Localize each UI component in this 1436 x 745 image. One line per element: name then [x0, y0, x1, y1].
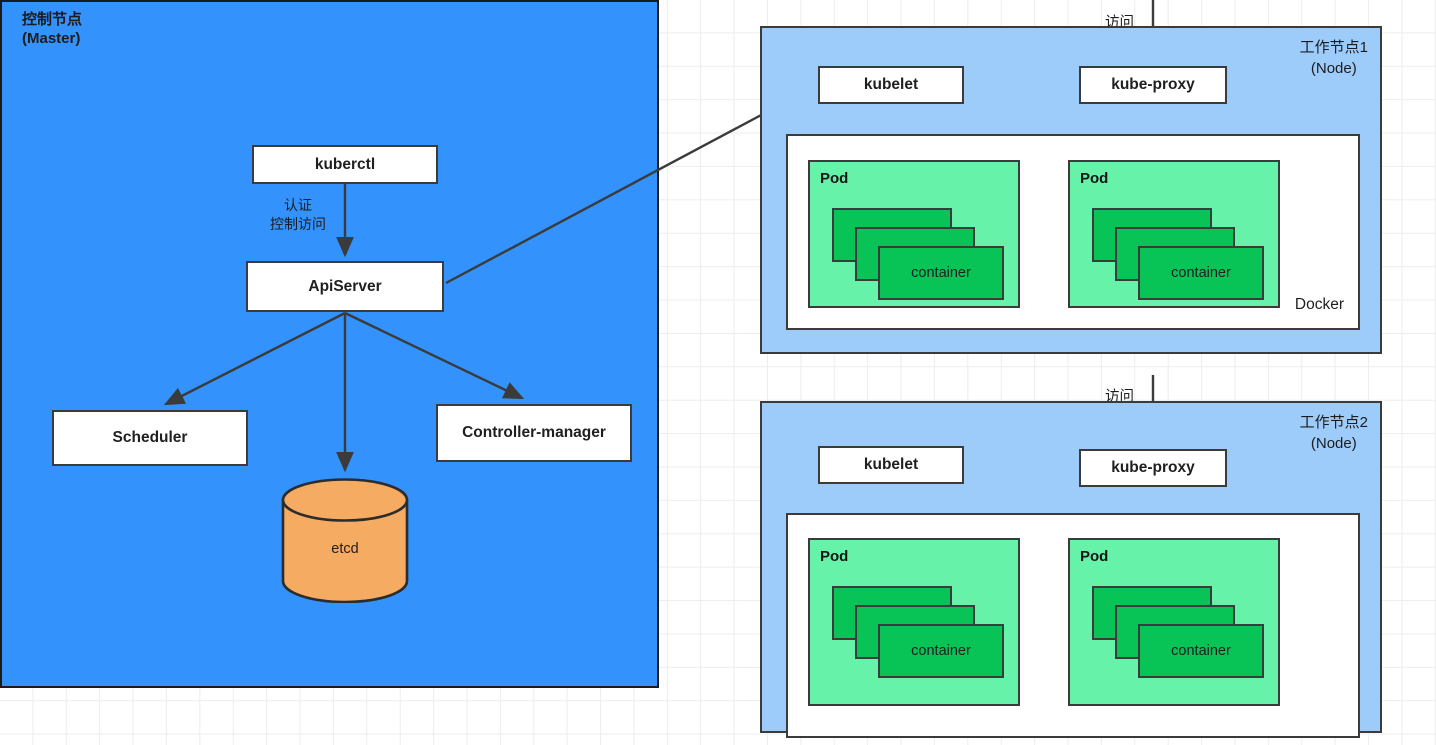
kube-proxy-node1[interactable]: kube-proxy	[1079, 66, 1227, 104]
worker-node-1-title: 工作节点1 (Node)	[1299, 39, 1368, 77]
auth-edge-label: 认证 控制访问	[270, 197, 326, 232]
kube-proxy-label-node1: kube-proxy	[1111, 76, 1195, 93]
pod-node1-1[interactable]: Pod container	[808, 160, 1020, 308]
kubelet-node1[interactable]: kubelet	[818, 66, 964, 104]
kubelet-label-node2: kubelet	[863, 456, 919, 473]
kubelet-label-node1: kubelet	[863, 76, 919, 93]
scheduler-node[interactable]: Scheduler	[52, 410, 248, 466]
kubelet-node2[interactable]: kubelet	[818, 446, 964, 484]
controller-manager-node[interactable]: Controller-manager	[436, 404, 632, 462]
apiserver-label: ApiServer	[308, 277, 382, 295]
container-box-front[interactable]: container	[878, 246, 1004, 300]
pod-label: Pod	[1080, 170, 1109, 187]
container-box-front[interactable]: container	[1138, 246, 1264, 300]
worker-node-2-title: 工作节点2 (Node)	[1299, 414, 1368, 452]
pod-node1-2[interactable]: Pod container	[1068, 160, 1280, 308]
kuberctl-label: kuberctl	[314, 155, 376, 173]
kube-proxy-node2[interactable]: kube-proxy	[1079, 449, 1227, 487]
pod-label: Pod	[1080, 548, 1109, 565]
apiserver-node[interactable]: ApiServer	[246, 261, 444, 312]
pod-label: Pod	[820, 548, 849, 565]
docker-label-node1: Docker	[1294, 296, 1344, 313]
controller-manager-label: Controller-manager	[462, 424, 606, 441]
scheduler-label: Scheduler	[112, 429, 188, 446]
container-box-front[interactable]: container	[1138, 624, 1264, 678]
container-box-front[interactable]: container	[878, 624, 1004, 678]
pod-label: Pod	[820, 170, 849, 187]
pod-node2-1[interactable]: Pod container	[808, 538, 1020, 706]
etcd-label: etcd	[331, 540, 359, 557]
etcd-cylinder-shape[interactable]	[281, 478, 409, 603]
kube-proxy-label-node2: kube-proxy	[1111, 459, 1195, 476]
kuberctl-node[interactable]: kuberctl	[252, 145, 438, 184]
master-title: 控制节点 (Master)	[22, 11, 83, 47]
pod-node2-2[interactable]: Pod container	[1068, 538, 1280, 706]
